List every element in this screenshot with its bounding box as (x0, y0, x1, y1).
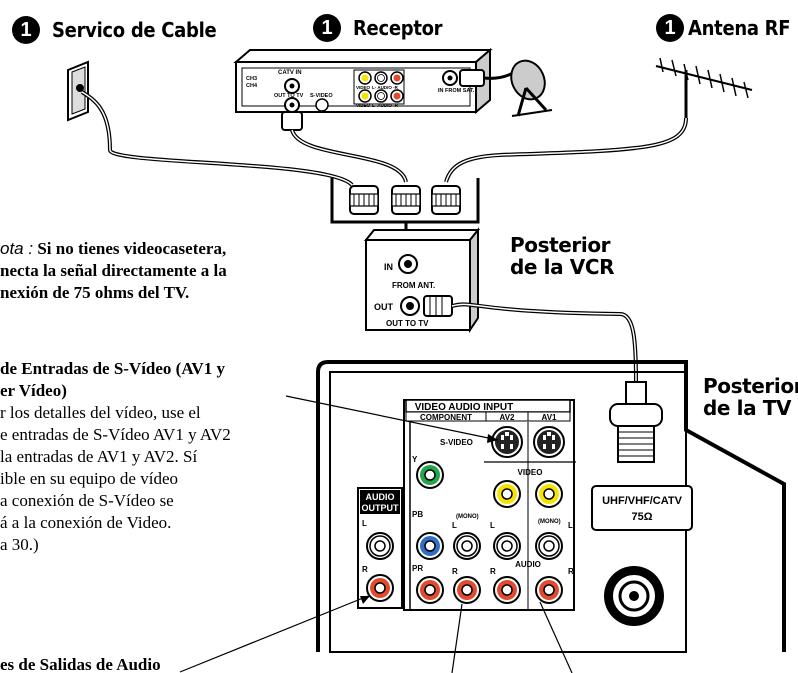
left-channel-label: L (362, 519, 367, 528)
y-label: Y (412, 455, 418, 464)
satellite-dish-icon (483, 59, 553, 117)
av2-label: AV2 (500, 413, 516, 422)
left-channel-label: L (568, 521, 573, 530)
svideo-body-line: a conexión de S-Vídeo se (0, 491, 174, 510)
svideo-body-line: a 30.) (0, 535, 39, 554)
impedance-label: 75Ω (631, 511, 652, 523)
rf-antenna-label: Antena RF (688, 16, 791, 40)
receiver-label: Receptor (353, 16, 443, 40)
vcr-out-to-tv-label: OUT TO TV (386, 319, 429, 328)
rf-antenna-icon (655, 57, 753, 118)
receiver-ch3-label: CH3 (246, 76, 257, 82)
receiver-ch4-label: CH4 (246, 83, 258, 89)
left-channel-label: L (490, 521, 495, 530)
step-number-badge: 1 (656, 14, 684, 42)
left-channel-label: L (452, 521, 457, 530)
note-line-3: nexión de 75 ohms del TV. (0, 283, 190, 302)
audio-output-label-2: OUTPUT (362, 503, 400, 513)
vcr-rear-label-line-1: Posterior (510, 233, 611, 257)
note-text: ota : Si no tienes videocasetera, necta … (0, 238, 330, 304)
tv-rear-label: Posterior de la TV (703, 375, 798, 419)
uhf-label: UHF/VHF/CATV (602, 495, 683, 507)
tv-coax-plug-icon (609, 381, 663, 463)
vcr-rear-label-line-2: de la VCR (510, 255, 615, 279)
receiver-audio-label: L- AUDIO -R (372, 85, 399, 90)
audio-output-description: es de Salidas de Audio (0, 655, 161, 673)
note-line-1: Si no tienes videocasetera, (37, 239, 227, 258)
step-number-badge: 1 (12, 16, 40, 44)
video-audio-input-label: VIDEO AUDIO INPUT (415, 402, 514, 413)
svideo-title-line-1: de Entradas de S-Vídeo (AV1 y (0, 359, 225, 378)
mono-label: (MONO) (456, 514, 479, 520)
svideo-body-line: la entradas de AV1 y AV2. Sí (0, 447, 198, 466)
svideo-body-line: r los detalles del vídeo, use el (0, 403, 201, 422)
receiver-out-to-tv-label: OUT TO TV (274, 93, 304, 99)
wall-outlet-icon (67, 60, 89, 122)
svideo-description: de Entradas de S-Vídeo (AV1 y er Vídeo) … (0, 358, 300, 556)
vcr-rear-panel (363, 227, 481, 334)
note-line-2: necta la señal directamente a la (0, 261, 227, 280)
receiver-video-label: VIDEO (356, 85, 371, 90)
svideo-body-line: e entradas de S-Vídeo AV1 y AV2 (0, 425, 231, 444)
svideo-body-line: á a la conexión de Video. (0, 513, 172, 532)
right-channel-label: R (490, 567, 496, 576)
vcr-out-label: OUT (374, 302, 394, 312)
receiver-video-label: VIDEO (356, 103, 371, 108)
audio-output-label-1: AUDIO (366, 492, 395, 502)
right-channel-label: R (452, 567, 458, 576)
right-channel-label: R (568, 567, 574, 576)
receiver-audio-label: L- AUDIO -R (372, 103, 399, 108)
step-number-badge: 1 (313, 14, 341, 42)
component-label: COMPONENT (420, 413, 472, 422)
cable-service-label: Servico de Cable (52, 18, 217, 42)
receiver-in-from-sat-label: IN FROM SAT. (438, 88, 475, 94)
svideo-body-line: ible en su equipo de vídeo (0, 469, 178, 488)
vcr-from-ant-label: FROM ANT. (392, 281, 435, 290)
note-prefix: ota : (0, 239, 34, 258)
av1-label: AV1 (542, 413, 558, 422)
tv-rear-label-line-1: Posterior (703, 374, 798, 398)
video-label: VIDEO (518, 468, 543, 477)
tv-rear-label-line-2: de la TV (703, 396, 792, 420)
mono-label: (MONO) (538, 519, 561, 525)
right-channel-label: R (362, 565, 368, 574)
pb-label: PB (412, 510, 423, 519)
receiver-s-video-label: S-VIDEO (310, 93, 333, 99)
receiver-catv-in-label: CATV IN (278, 70, 302, 76)
pr-label: PR (412, 564, 423, 573)
audio-label: AUDIO (515, 560, 541, 569)
vcr-rear-label: Posterior de la VCR (510, 233, 615, 279)
svideo-title-line-2: er Vídeo) (0, 381, 67, 400)
s-video-label: S-VIDEO (440, 438, 473, 447)
vcr-in-label: IN (384, 262, 393, 272)
